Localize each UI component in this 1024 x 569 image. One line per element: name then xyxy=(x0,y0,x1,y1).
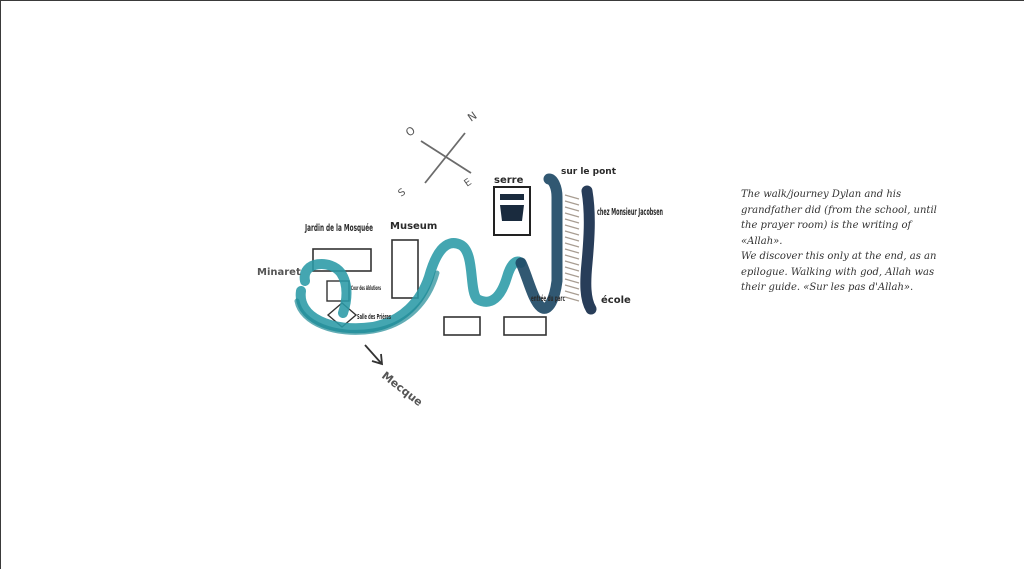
compass-east: E xyxy=(462,177,473,190)
brush-stroke-navy-right xyxy=(580,185,597,315)
label-mecque: Mecque xyxy=(379,369,425,409)
compass-north: N xyxy=(465,109,479,124)
label-jardin-de-la-mosquee: Jardin de la Mosquée xyxy=(304,222,373,234)
mecque-arrow-line xyxy=(364,344,382,364)
label-cour-des-ablutions: Cour des Ablutions xyxy=(351,285,381,292)
compass: N O E S xyxy=(396,109,479,199)
serre-building xyxy=(493,186,531,236)
serre-fill-shape xyxy=(500,205,524,221)
label-serre: serre xyxy=(494,175,524,186)
label-sur-le-pont-text: sur le pont xyxy=(561,167,617,177)
brush-stroke-navy-mid xyxy=(515,173,563,314)
entree-building-left xyxy=(443,316,481,336)
bridge-hatch xyxy=(564,194,580,302)
label-museum: Museum xyxy=(390,221,437,232)
label-chez-monsieur-jacobsen: chez Monsieur Jacobsen xyxy=(597,207,663,218)
museum-building xyxy=(391,239,419,299)
compass-line-ns xyxy=(424,132,466,184)
label-salle-des-prieres: Salle des Prières xyxy=(357,313,391,321)
label-entree-du-parc: entrée du parc xyxy=(531,294,565,303)
compass-west: O xyxy=(403,124,418,140)
brush-stroke-teal-inner xyxy=(294,270,440,335)
entree-building-right xyxy=(503,316,547,336)
caption-paragraph-2: We discover this only at the end, as an … xyxy=(741,251,937,293)
brush-stroke-teal xyxy=(295,238,526,334)
caption-paragraph-1: The walk/journey Dylan and his grandfath… xyxy=(741,189,937,247)
label-ecole: école xyxy=(601,294,631,306)
compass-south: S xyxy=(396,187,408,200)
caption: The walk/journey Dylan and his grandfath… xyxy=(741,187,941,296)
compass-line-ew xyxy=(420,140,472,174)
serre-fill-top xyxy=(500,194,524,200)
label-minaret: Minaret xyxy=(257,267,301,278)
mecque-arrow-head xyxy=(371,353,384,366)
label-sur-le-pont: sur le pont xyxy=(561,167,617,177)
